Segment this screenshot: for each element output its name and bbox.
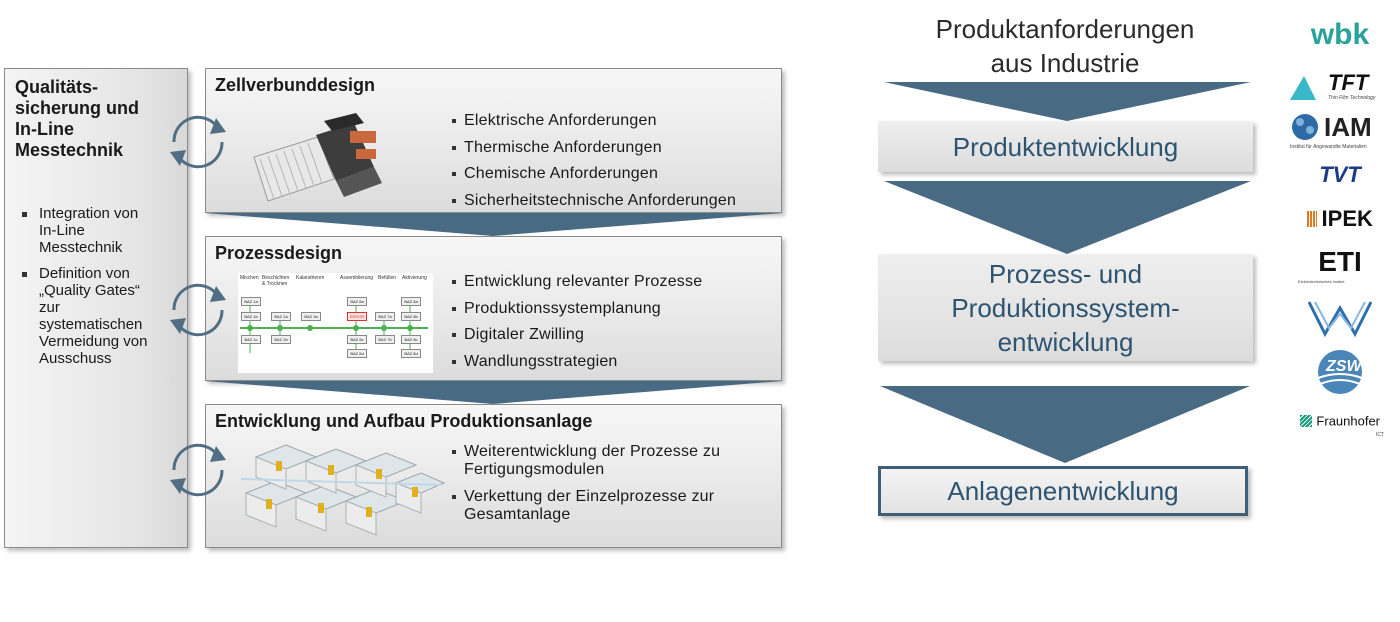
stage-transition-arrow <box>205 213 782 236</box>
product-development-box: Produktentwicklung <box>878 121 1253 172</box>
eti-logo-subtext: Elektrotechnisches Institut <box>1298 279 1345 284</box>
iam-logo-text: IAM <box>1324 112 1372 142</box>
tvt-logo: TVT <box>1288 162 1392 192</box>
flow-down-arrow <box>884 181 1251 254</box>
iam-logo: IAM Institut für Angewandte Materialien <box>1288 112 1392 152</box>
battery-module-image <box>253 113 382 202</box>
fraunhofer-mark-icon <box>1299 414 1312 427</box>
plant-development-box: Anlagenentwicklung <box>878 466 1248 516</box>
stage-bullet: Sicherheitstechnische Anforderungen <box>452 192 777 210</box>
stage-bullet: Produktionssystemplanung <box>452 300 777 318</box>
flow-node: BAZ 8a <box>401 297 421 306</box>
fraunhofer-logo-text: Fraunhofer <box>1316 413 1381 429</box>
quality-bullet: Definition von „Quality Gates“ zur syste… <box>17 265 177 367</box>
flow-node: BAZ 1c <box>241 335 261 344</box>
flow-phase: Assemblierung <box>340 275 374 281</box>
stage-bullet-list: Elektrische Anforderungen Thermische Anf… <box>452 112 777 218</box>
tft-logo-text: TFT <box>1328 70 1369 95</box>
tft-logo-subtext: Thin Film Technology <box>1328 95 1376 101</box>
wbk-logo: wbk <box>1288 18 1392 56</box>
vm-logo: VM <box>1288 298 1392 340</box>
flow-phase: Beschichten & Trocknen <box>262 275 290 287</box>
flow-node: BAZ 7a <box>375 312 395 321</box>
stage-title: Entwicklung und Aufbau Produktionsanlage <box>215 411 593 431</box>
industry-requirements-title: Produktanforderungen aus Industrie <box>935 14 1195 78</box>
stage-title: Prozessdesign <box>215 243 343 263</box>
flow-phase: Kalandrieren <box>296 275 325 281</box>
stage-bullet: Verkettung der Einzelprozesse zur Gesamt… <box>452 488 777 524</box>
flow-node: BAZ 7b <box>375 335 395 344</box>
flow-nodes: BAZ 1a BAZ 1b BAZ 1c BAZ 2a BAZ 2b BAZ 3… <box>238 273 433 373</box>
zsw-logo: ZSW <box>1288 348 1392 398</box>
stage-bullet: Chemische Anforderungen <box>452 165 777 183</box>
flow-node-error: ERROR <box>347 312 367 321</box>
zsw-logo-text: ZSW <box>1326 358 1362 375</box>
tvt-logo-text: TVT <box>1319 162 1361 187</box>
cycle-arrows-icon <box>170 443 226 497</box>
flow-phase: Mischen <box>240 275 259 281</box>
stage-bullet: Elektrische Anforderungen <box>452 112 777 130</box>
process-system-development-box: Prozess- und Produktionssystem- entwickl… <box>878 254 1253 361</box>
ipek-logo-text: IPEK <box>1321 206 1373 231</box>
wbk-logo-text: wbk <box>1310 18 1370 51</box>
quality-panel-title: Qualitäts- sicherung und In-Line Messtec… <box>15 77 140 160</box>
fraunhofer-logo-subtext: ICT <box>1375 432 1384 438</box>
iam-logo-subtext: Institut für Angewandte Materialien <box>1290 144 1367 150</box>
stage-process-design: Prozessdesign Mischen Beschichten & Troc… <box>205 236 782 381</box>
stage-plant-development: Entwicklung und Aufbau Produktionsanlage <box>205 404 782 548</box>
tft-logo: TFT Thin Film Technology <box>1288 70 1392 104</box>
flow-phase: Befüllen <box>378 275 397 281</box>
cycle-arrows-icon <box>170 283 226 337</box>
quality-bullet: Integration von In-Line Messtechnik <box>17 205 177 256</box>
stage-transition-arrow <box>205 381 782 404</box>
stage-bullet: Entwicklung relevanter Prozesse <box>452 273 777 291</box>
flow-node: BAZ 6d <box>347 349 367 358</box>
eti-logo: ETI Elektrotechnisches Institut <box>1288 246 1392 290</box>
flow-node: BAZ 8b <box>401 312 421 321</box>
stage-title: Zellverbunddesign <box>215 75 376 95</box>
stage-bullet-list: Entwicklung relevanter Prozesse Produkti… <box>452 273 777 379</box>
flow-phase: Aktivierung <box>402 275 427 281</box>
flow-node: BAZ 8d <box>401 349 421 358</box>
flow-node: BAZ 2b <box>271 335 291 344</box>
production-plant-image <box>240 444 446 536</box>
flow-down-arrow <box>884 82 1251 121</box>
flow-node: BAZ 6c <box>347 335 367 344</box>
stage-bullet: Weiterentwicklung der Prozesse zu Fertig… <box>452 443 777 479</box>
stage-bullet: Thermische Anforderungen <box>452 139 777 157</box>
stage-cell-design: Zellverbunddesign Elektrische Anforderun… <box>205 68 782 213</box>
stage-bullet: Digitaler Zwilling <box>452 326 777 344</box>
fraunhofer-logo: Fraunhofer ICT <box>1288 412 1392 442</box>
process-flow-diagram: Mischen Beschichten & Trocknen Kalandrie… <box>238 273 433 373</box>
flow-down-arrow <box>880 386 1250 463</box>
quality-bullet-list: Integration von In-Line Messtechnik Defi… <box>17 205 177 376</box>
quality-panel: Qualitäts- sicherung und In-Line Messtec… <box>4 68 188 548</box>
flow-node: BAZ 8c <box>401 335 421 344</box>
cycle-arrows-icon <box>170 115 226 169</box>
flow-node: BAZ 2a <box>271 312 291 321</box>
ipek-logo: IPEK <box>1288 206 1392 234</box>
flow-node: BAZ 1a <box>241 297 261 306</box>
flow-node: BAZ 3a <box>301 312 321 321</box>
stage-bullet-list: Weiterentwicklung der Prozesse zu Fertig… <box>452 443 777 532</box>
ipek-mark-icon <box>1307 211 1318 227</box>
eti-logo-text: ETI <box>1318 246 1362 277</box>
flow-node: BAZ 1b <box>241 312 261 321</box>
flow-node: BAZ 6a <box>347 297 367 306</box>
stage-bullet: Wandlungsstrategien <box>452 353 777 371</box>
